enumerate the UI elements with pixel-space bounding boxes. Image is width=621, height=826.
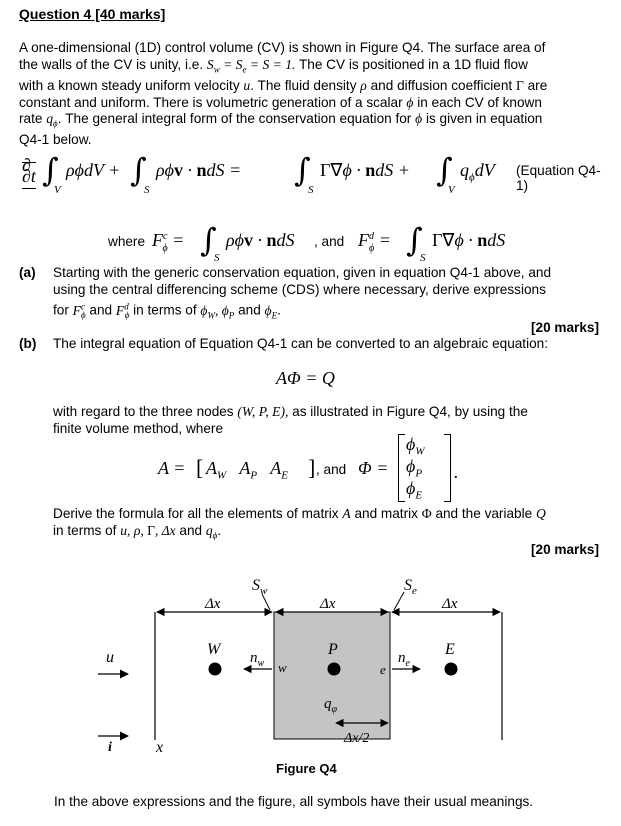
intro-line-1: A one-dimensional (1D) control volume (C…: [19, 40, 546, 55]
node-w-label: W: [207, 641, 222, 658]
dx-label-left: Δx: [204, 596, 221, 612]
control-volume: [273, 611, 391, 740]
part-b-label: (b): [19, 336, 37, 351]
node-w: [208, 662, 222, 676]
axis-x-label: x: [155, 739, 163, 756]
figure-q4: Δx Δx Δx Sw Se W P E nw w ne e qφ Δx/2 u…: [98, 577, 503, 756]
sw-leader: [261, 593, 271, 611]
node-e-label: E: [444, 641, 455, 658]
dx-label-center: Δx: [319, 596, 336, 612]
intro-line-4: constant and uniform. There is volumetri…: [19, 94, 542, 110]
figure-caption: Figure Q4: [276, 761, 337, 776]
intro-line-2: the walls of the CV is unity, i.e. Sw = …: [19, 56, 528, 75]
se-leader: [393, 591, 405, 611]
part-a-marks: [20 marks]: [530, 320, 599, 335]
part-a-label: (a): [19, 265, 36, 280]
face-e-label: e: [380, 662, 386, 677]
intro-line-3: with a known steady uniform velocity u. …: [19, 77, 548, 93]
intro-line-6: Q4-1 below.: [19, 132, 92, 148]
part-b-marks: [20 marks]: [530, 542, 599, 557]
node-p: [327, 662, 341, 676]
unit-vector-i: i: [108, 740, 112, 755]
half-dx-label: Δx/2: [343, 731, 369, 746]
sw-label: Sw: [252, 577, 268, 597]
ne-label: ne: [398, 650, 411, 669]
nw-label: nw: [250, 650, 265, 669]
part-b-derive: Derive the formula for all the elements …: [53, 506, 546, 541]
part-b-text: with regard to the three nodes (W, P, E)…: [53, 404, 528, 436]
node-p-label: P: [327, 641, 338, 658]
q-phi-label: qφ: [324, 696, 338, 715]
equation-tag: (Equation Q4-1): [516, 163, 601, 193]
node-e: [444, 662, 458, 676]
velocity-label: u: [106, 649, 114, 666]
equation-q4-1: ∂ ∂t ∫ V ρϕdV + ∫ S ρϕv · ndS = ∫ S Γ∇ϕ …: [22, 150, 612, 214]
intro-paragraph: A one-dimensional (1D) control volume (C…: [19, 40, 602, 149]
intro-line-5: rate qϕ. The general integral form of th…: [19, 111, 543, 129]
part-a-text: Starting with the generic conservation e…: [53, 265, 552, 321]
matrix-definition: A = [ AW AP AE ] , and Φ = ϕW ϕP ϕE .: [158, 434, 459, 502]
question-heading: Question 4 [40 marks]: [19, 6, 166, 22]
part-b-intro: The integral equation of Equation Q4-1 c…: [53, 336, 549, 351]
flux-definitions: where Fcϕ = ∫ S ρϕv · ndS , and Fdϕ = ∫ …: [108, 221, 506, 264]
footer-note: In the above expressions and the figure,…: [54, 794, 534, 809]
face-w-label: w: [278, 660, 287, 675]
algebraic-equation: AΦ = Q: [276, 368, 335, 388]
se-label: Se: [404, 577, 417, 597]
dx-label-right: Δx: [441, 596, 458, 612]
